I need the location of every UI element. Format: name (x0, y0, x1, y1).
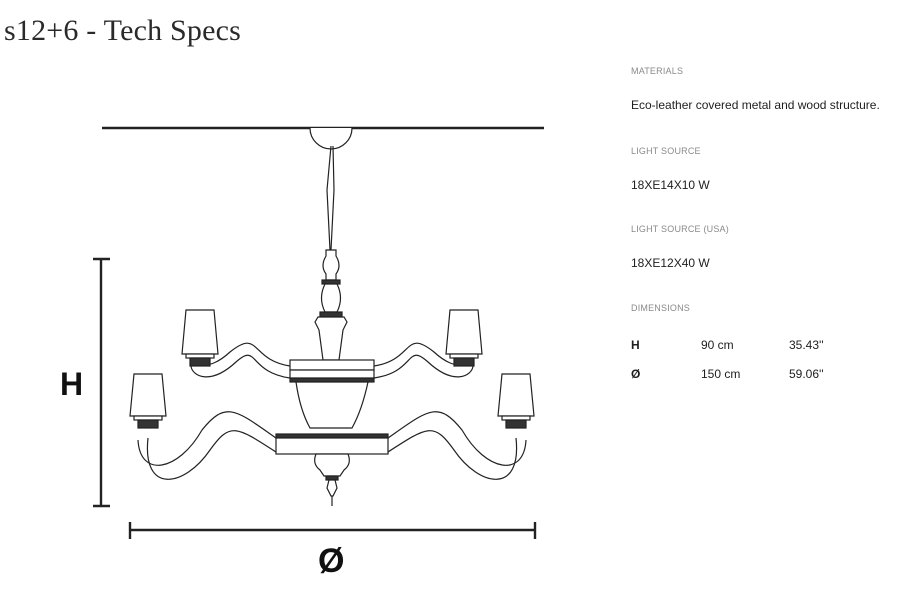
ceiling-canopy (309, 127, 353, 150)
bottom-finial (314, 453, 350, 477)
dimensions-label: DIMENSIONS (631, 303, 691, 313)
central-stem (322, 249, 340, 281)
table-row: H 90 cm 35.43'' (631, 330, 824, 359)
light-source-label: LIGHT SOURCE (631, 146, 701, 156)
dimension-imperial: 59.06'' (789, 366, 824, 381)
dimensions-table: H 90 cm 35.43'' Ø 150 cm 59.06'' (631, 330, 824, 388)
diameter-dimension-line (128, 522, 537, 539)
upper-ring (289, 359, 375, 371)
suspension-wire (326, 145, 332, 251)
lower-ring (275, 433, 389, 439)
materials-section: MATERIALS Eco-leather covered metal and … (631, 66, 880, 112)
dimension-metric: 90 cm (701, 337, 734, 352)
lamp-shade-lower-right (497, 373, 535, 429)
chandelier-drawing (93, 126, 544, 539)
light-source-usa-value: 18XE12X40 W (631, 256, 710, 270)
dimensions-section: DIMENSIONS (631, 303, 690, 313)
dimension-symbol: Ø (631, 366, 641, 381)
table-row: Ø 150 cm 59.06'' (631, 359, 824, 388)
lamp-shade-upper-left (181, 309, 219, 367)
lamp-shade-lower-left (129, 373, 167, 429)
light-source-usa-label: LIGHT SOURCE (USA) (631, 224, 729, 234)
lower-arm-left (137, 411, 277, 466)
diameter-label: Ø (318, 542, 345, 580)
dimension-metric: 150 cm (701, 366, 741, 381)
dimension-symbol: H (631, 337, 640, 352)
height-dimension-line (93, 257, 110, 508)
light-source-usa-section: LIGHT SOURCE (USA) 18XE12X40 W (631, 224, 729, 270)
light-source-section: LIGHT SOURCE 18XE14X10 W (631, 146, 710, 192)
lamp-shade-upper-right (445, 309, 483, 367)
materials-value: Eco-leather covered metal and wood struc… (631, 98, 880, 112)
materials-label: MATERIALS (631, 66, 684, 76)
light-source-value: 18XE14X10 W (631, 178, 710, 192)
height-label: H (60, 366, 84, 402)
dimension-imperial: 35.43'' (789, 337, 824, 352)
page-title: s12+6 - Tech Specs (4, 14, 241, 47)
lower-arm-right (387, 411, 527, 466)
